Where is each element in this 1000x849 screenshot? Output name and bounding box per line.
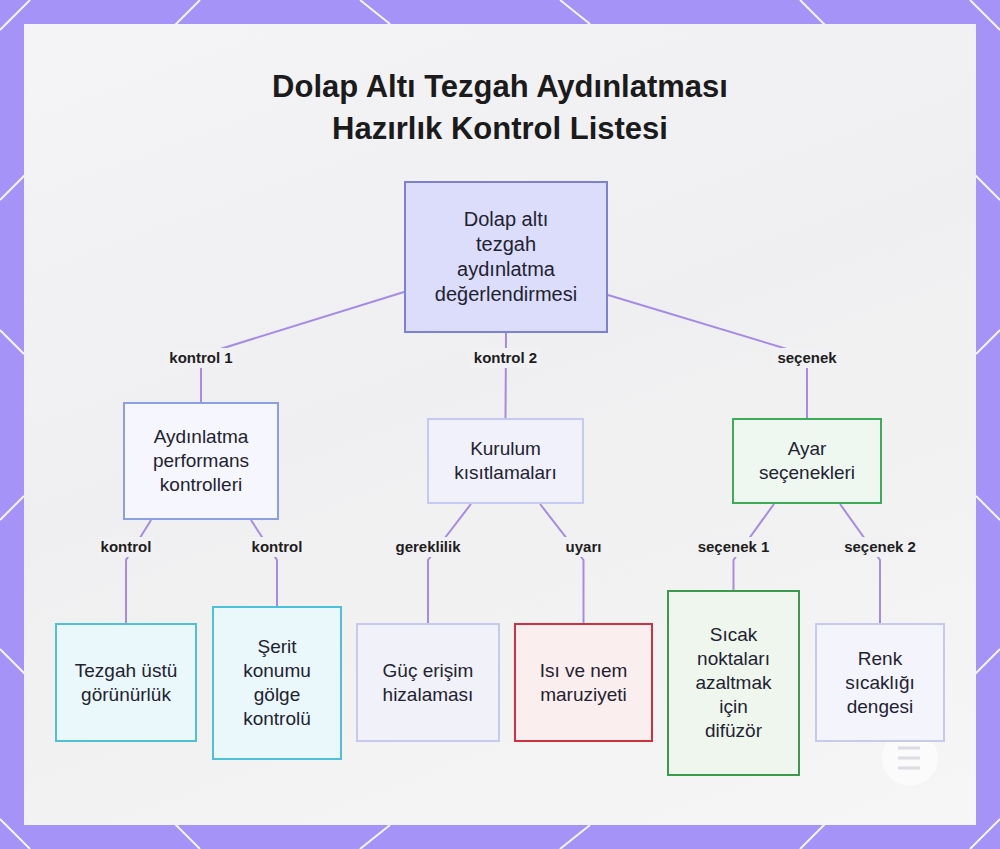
connector-line <box>126 520 151 623</box>
process-box: Sıcak noktaları azaltmak için difüzör <box>667 590 800 776</box>
node-text: Şerit konumu gölge kontrolü <box>232 635 322 731</box>
node-text: Tezgah üstü görünürlük <box>73 659 179 707</box>
connector-line <box>840 504 880 623</box>
connector <box>126 520 151 623</box>
node-text: Renk sıcaklığı dengesi <box>837 647 923 719</box>
edge-label: seçenek 2 <box>841 537 919 557</box>
node-text: Isı ve nem maruziyeti <box>534 659 633 707</box>
edge-label: gereklilik <box>392 537 463 557</box>
node-text: Güç erişim hizalaması <box>372 659 484 707</box>
connector-line <box>428 504 471 623</box>
connector-line <box>540 504 583 623</box>
process-box: Renk sıcaklığı dengesi <box>815 623 945 742</box>
connector <box>540 504 583 623</box>
connector-line <box>505 333 508 418</box>
edge-label: seçenek <box>774 348 839 368</box>
node-text: Ayar seçenekleri <box>748 437 866 485</box>
node-text: Kurulum kısıtlamaları <box>443 437 568 485</box>
edge-label: kontrol 2 <box>471 348 540 368</box>
node-text: Dolap altı tezgah aydınlatma değerlendir… <box>432 207 580 307</box>
connector <box>428 504 471 623</box>
process-box: Şerit konumu gölge kontrolü <box>212 606 342 760</box>
edge-label: kontrol 1 <box>166 348 235 368</box>
edge-label: kontrol <box>98 537 155 557</box>
edge-label: uyarı <box>563 537 605 557</box>
connector <box>840 504 880 623</box>
connector <box>201 292 404 402</box>
process-box: Kurulum kısıtlamaları <box>427 418 584 504</box>
edge-label: seçenek 1 <box>695 537 773 557</box>
process-box: Aydınlatma performans kontrolleri <box>123 402 279 520</box>
node-text: Sıcak noktaları azaltmak için difüzör <box>689 623 778 743</box>
edge-label: kontrol <box>249 537 306 557</box>
root-box: Dolap altı tezgah aydınlatma değerlendir… <box>404 181 608 333</box>
process-box: Güç erişim hizalaması <box>356 623 500 742</box>
connector-line <box>201 292 404 402</box>
diagram-title: Dolap Altı Tezgah Aydınlatması Hazırlık … <box>220 66 780 150</box>
node-text: Aydınlatma performans kontrolleri <box>139 425 263 497</box>
process-box: Isı ve nem maruziyeti <box>514 623 653 742</box>
connector-line <box>251 520 277 606</box>
connector <box>505 333 507 418</box>
connector <box>251 520 277 606</box>
process-box: Tezgah üstü görünürlük <box>55 623 197 742</box>
process-box: Ayar seçenekleri <box>732 418 882 504</box>
